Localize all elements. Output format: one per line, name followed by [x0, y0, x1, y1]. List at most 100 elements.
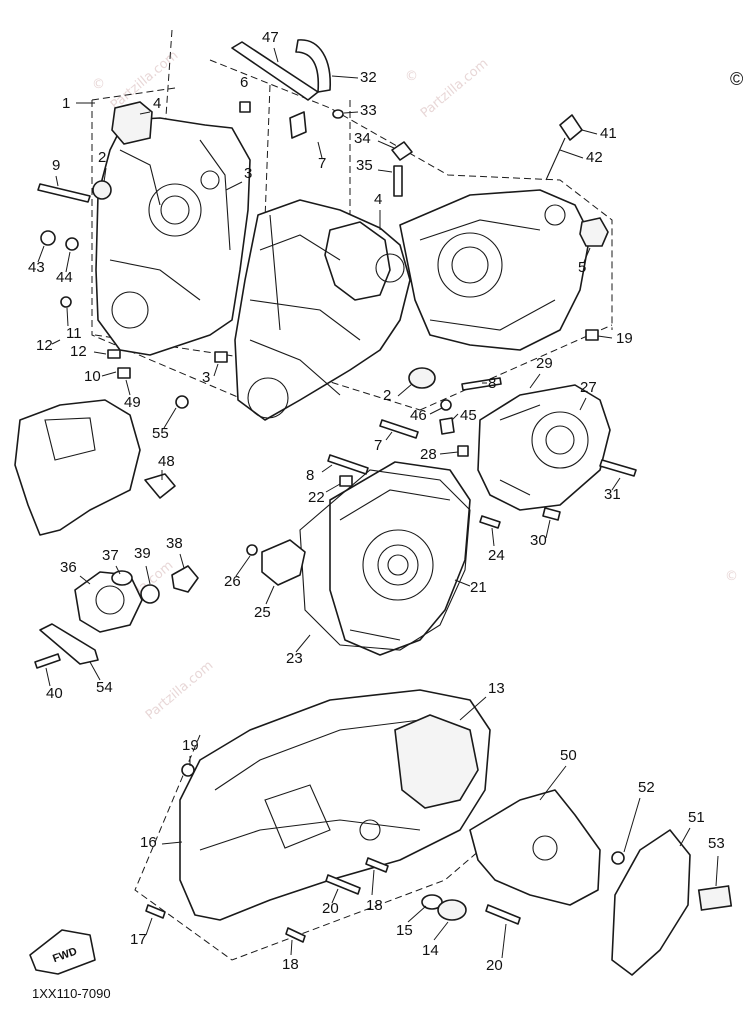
callout-part-46: 46	[410, 407, 427, 424]
pump-housing-36	[74, 571, 143, 633]
leader-line-7	[385, 431, 393, 441]
intake-opening	[394, 714, 479, 809]
leader-line-38	[179, 553, 185, 569]
callout-part-35: 35	[356, 157, 373, 174]
leader-line-39	[145, 565, 151, 585]
callout-part-4: 4	[374, 191, 382, 208]
leader-line-5	[583, 247, 591, 263]
leader-line-2	[397, 383, 413, 397]
callout-part-40: 40	[46, 685, 63, 702]
bolt-7-right	[379, 419, 419, 439]
leader-line-22	[325, 483, 341, 493]
leader-line-30	[545, 519, 551, 539]
tube-35	[393, 165, 403, 197]
callout-part-19: 19	[616, 330, 633, 347]
cover-fasteners	[145, 857, 521, 943]
watermark-symbol: ©	[92, 77, 105, 92]
gasket-37	[111, 570, 133, 586]
callout-part-24: 24	[488, 547, 505, 564]
leader-line-24	[491, 527, 495, 547]
hose-32	[295, 39, 331, 93]
watermark-symbol: ©	[405, 69, 418, 84]
callout-part-6: 6	[240, 74, 248, 91]
crankcase-center	[234, 199, 411, 421]
callout-part-14: 14	[422, 942, 439, 959]
callout-part-20: 20	[486, 957, 503, 974]
callout-part-34: 34	[354, 130, 371, 147]
cvt-outer-cover	[179, 689, 491, 921]
leader-line-42	[559, 149, 584, 159]
callout-part-31: 31	[604, 486, 621, 503]
callout-part-54: 54	[96, 679, 113, 696]
dowel-49	[117, 367, 131, 379]
oring-15	[421, 894, 443, 910]
leader-line-43	[37, 245, 45, 263]
leader-line-50	[539, 765, 567, 801]
leader-line-55	[163, 407, 177, 429]
leader-line-15	[407, 905, 427, 923]
callout-part-51: 51	[688, 809, 705, 826]
callout-part-7: 7	[318, 155, 326, 172]
leader-line-2	[103, 167, 107, 183]
plug-55	[175, 395, 189, 409]
callout-part-17: 17	[130, 931, 147, 948]
callout-part-37: 37	[102, 547, 119, 564]
callout-part-16: 16	[140, 834, 157, 851]
callout-part-8: 8	[488, 375, 496, 392]
callout-part-10: 10	[84, 368, 101, 385]
hoses-and-tubes	[231, 39, 413, 197]
callout-part-21: 21	[470, 579, 487, 596]
bolt-18-upper	[365, 857, 389, 873]
leader-line-46	[429, 407, 443, 415]
clip-52	[611, 851, 625, 865]
leader-line-28	[439, 451, 459, 455]
bolt-24	[479, 515, 501, 529]
leader-line-17	[145, 917, 153, 936]
leader-line-10	[101, 371, 117, 377]
leader-line-44	[65, 251, 71, 273]
leader-line-19	[597, 335, 613, 339]
callout-part-12: 12	[36, 337, 53, 354]
clutch-housing	[329, 461, 471, 656]
pin-12	[107, 349, 121, 359]
right-side-cover	[477, 384, 637, 521]
leader-line-18	[290, 939, 293, 956]
callout-part-2: 2	[98, 149, 106, 166]
callout-part-12: 12	[70, 343, 87, 360]
callout-part-26: 26	[224, 573, 241, 590]
callout-part-39: 39	[134, 545, 151, 562]
callout-part-15: 15	[396, 922, 413, 939]
washer-44	[65, 237, 79, 251]
leader-line-54	[89, 661, 101, 681]
leader-line-13	[459, 696, 487, 721]
callout-part-41: 41	[600, 125, 617, 142]
callout-part-18: 18	[282, 956, 299, 973]
cap-5	[579, 217, 609, 247]
leader-line-7	[317, 141, 323, 159]
watermark-symbol: ©	[725, 569, 738, 584]
callout-part-43: 43	[28, 259, 45, 276]
leader-line-33	[343, 111, 359, 114]
callout-part-25: 25	[254, 604, 271, 621]
callout-part-7: 7	[374, 437, 382, 454]
callout-part-50: 50	[560, 747, 577, 764]
leader-line-49	[125, 379, 131, 396]
callout-part-2: 2	[383, 387, 391, 404]
leader-line-12	[93, 351, 107, 355]
label-53	[697, 885, 733, 911]
bolt-8-right	[461, 377, 502, 391]
leader-line-4	[139, 111, 151, 115]
bolt-20-left	[325, 874, 361, 895]
leader-line-23	[295, 634, 311, 653]
callout-part-30: 30	[530, 532, 547, 549]
oring-46	[440, 399, 452, 411]
leader-line-52	[623, 797, 641, 853]
side-cover-left	[14, 399, 141, 536]
dowel-19	[585, 329, 599, 341]
callout-part-19: 19	[182, 737, 199, 754]
leader-line-16	[161, 841, 183, 845]
callout-leader-lines	[37, 47, 719, 959]
callout-part-42: 42	[586, 149, 603, 166]
